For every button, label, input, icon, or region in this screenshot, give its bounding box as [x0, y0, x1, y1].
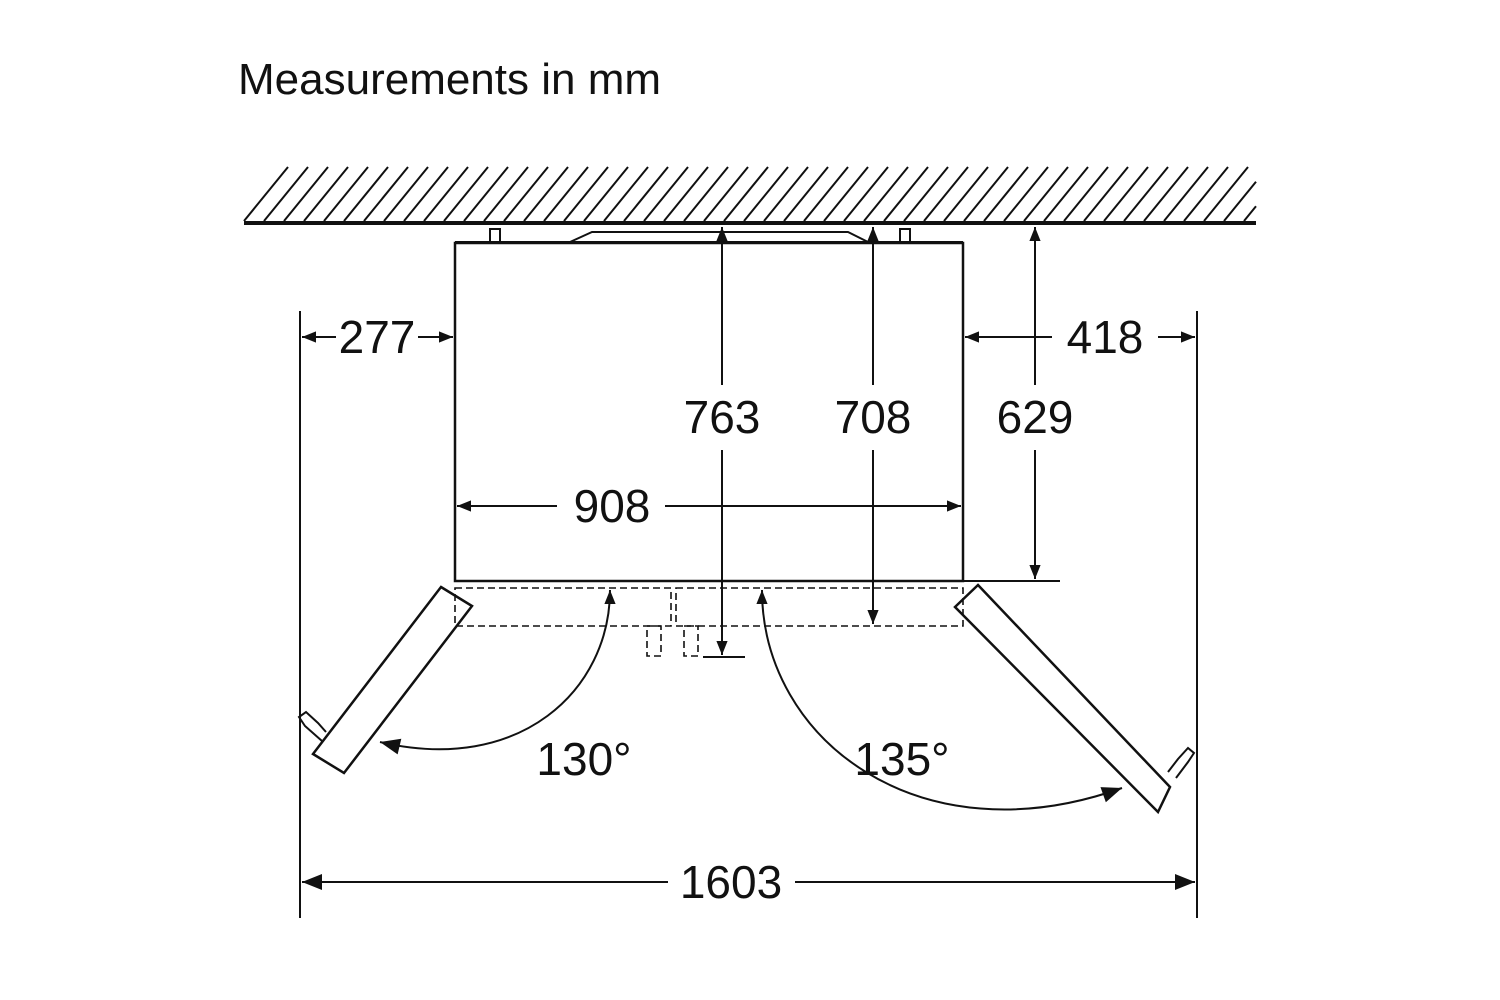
diagram-title: Measurements in mm [238, 55, 662, 104]
dimension-708: 708 [835, 227, 912, 624]
hatch-line [643, 166, 689, 222]
hatch-line [1223, 181, 1257, 222]
hatch-line [603, 166, 649, 222]
hatch-line [523, 166, 569, 222]
hatch-line [283, 166, 329, 222]
hatch-line [1003, 166, 1049, 222]
hatch-line [963, 166, 1009, 222]
hatch-line [263, 166, 309, 222]
hatch-line [1043, 166, 1089, 222]
hatch-line [483, 166, 529, 222]
hatch-line [683, 166, 729, 222]
wall-hatching [243, 166, 1257, 222]
dimension-277: 277 [302, 311, 453, 363]
fridge-body [453, 241, 965, 583]
dimension-908: 908 [457, 480, 961, 532]
left-door-swing-arc: 130° [379, 589, 632, 785]
hatch-line [763, 166, 809, 222]
hatch-line [623, 166, 669, 222]
hatch-line [1143, 166, 1189, 222]
hatch-line [883, 166, 929, 222]
hatch-line [443, 166, 489, 222]
right-open-door [953, 583, 1196, 815]
hatch-line [823, 166, 869, 222]
dimension-418: 418 [965, 311, 1195, 363]
body-depth-label: 629 [997, 391, 1074, 443]
right-door-angle-label: 135° [854, 733, 949, 785]
dimension-629: 629 [997, 227, 1074, 579]
hatch-line [303, 166, 349, 222]
hatch-line [1083, 166, 1129, 222]
hatch-line [703, 166, 749, 222]
left-clearance-label: 277 [339, 311, 416, 363]
hatch-line [1243, 205, 1257, 222]
hatch-line [243, 166, 289, 222]
hatch-line [343, 166, 389, 222]
hatch-line [383, 166, 429, 222]
hatch-line [323, 166, 369, 222]
depth-with-handles-label: 763 [684, 391, 761, 443]
hatch-line [403, 166, 449, 222]
dimension-1603: 1603 [302, 856, 1195, 908]
hatch-line [1163, 166, 1209, 222]
hatch-line [503, 166, 549, 222]
right-clearance-label: 418 [1067, 311, 1144, 363]
hatch-line [903, 166, 949, 222]
hatch-line [923, 166, 969, 222]
right-door-swing-arc: 135° [756, 589, 1123, 811]
hatch-line [783, 166, 829, 222]
hatch-line [423, 166, 469, 222]
hatch-line [1203, 166, 1249, 222]
hatch-line [663, 166, 709, 222]
hatch-line [543, 166, 589, 222]
hatch-line [843, 166, 889, 222]
hatch-line [743, 166, 789, 222]
hatch-line [723, 166, 769, 222]
hatch-line [943, 166, 989, 222]
hatch-line [983, 166, 1029, 222]
back-fittings [455, 228, 963, 243]
hatch-line [363, 166, 409, 222]
left-open-door [297, 585, 474, 775]
hatch-line [1103, 166, 1149, 222]
hatch-line [1023, 166, 1069, 222]
hatch-line [563, 166, 609, 222]
wall [243, 166, 1257, 225]
closed-doors-outline [454, 587, 964, 657]
hatch-line [463, 166, 509, 222]
hatch-line [803, 166, 849, 222]
hatch-line [583, 166, 629, 222]
body-width-label: 908 [574, 480, 651, 532]
hatch-line [1063, 166, 1109, 222]
hatch-line [1123, 166, 1169, 222]
hatch-line [863, 166, 909, 222]
depth-with-doors-label: 708 [835, 391, 912, 443]
dimension-763: 763 [684, 227, 761, 655]
total-width-label: 1603 [680, 856, 782, 908]
hatch-line [1183, 166, 1229, 222]
left-door-angle-label: 130° [536, 733, 631, 785]
